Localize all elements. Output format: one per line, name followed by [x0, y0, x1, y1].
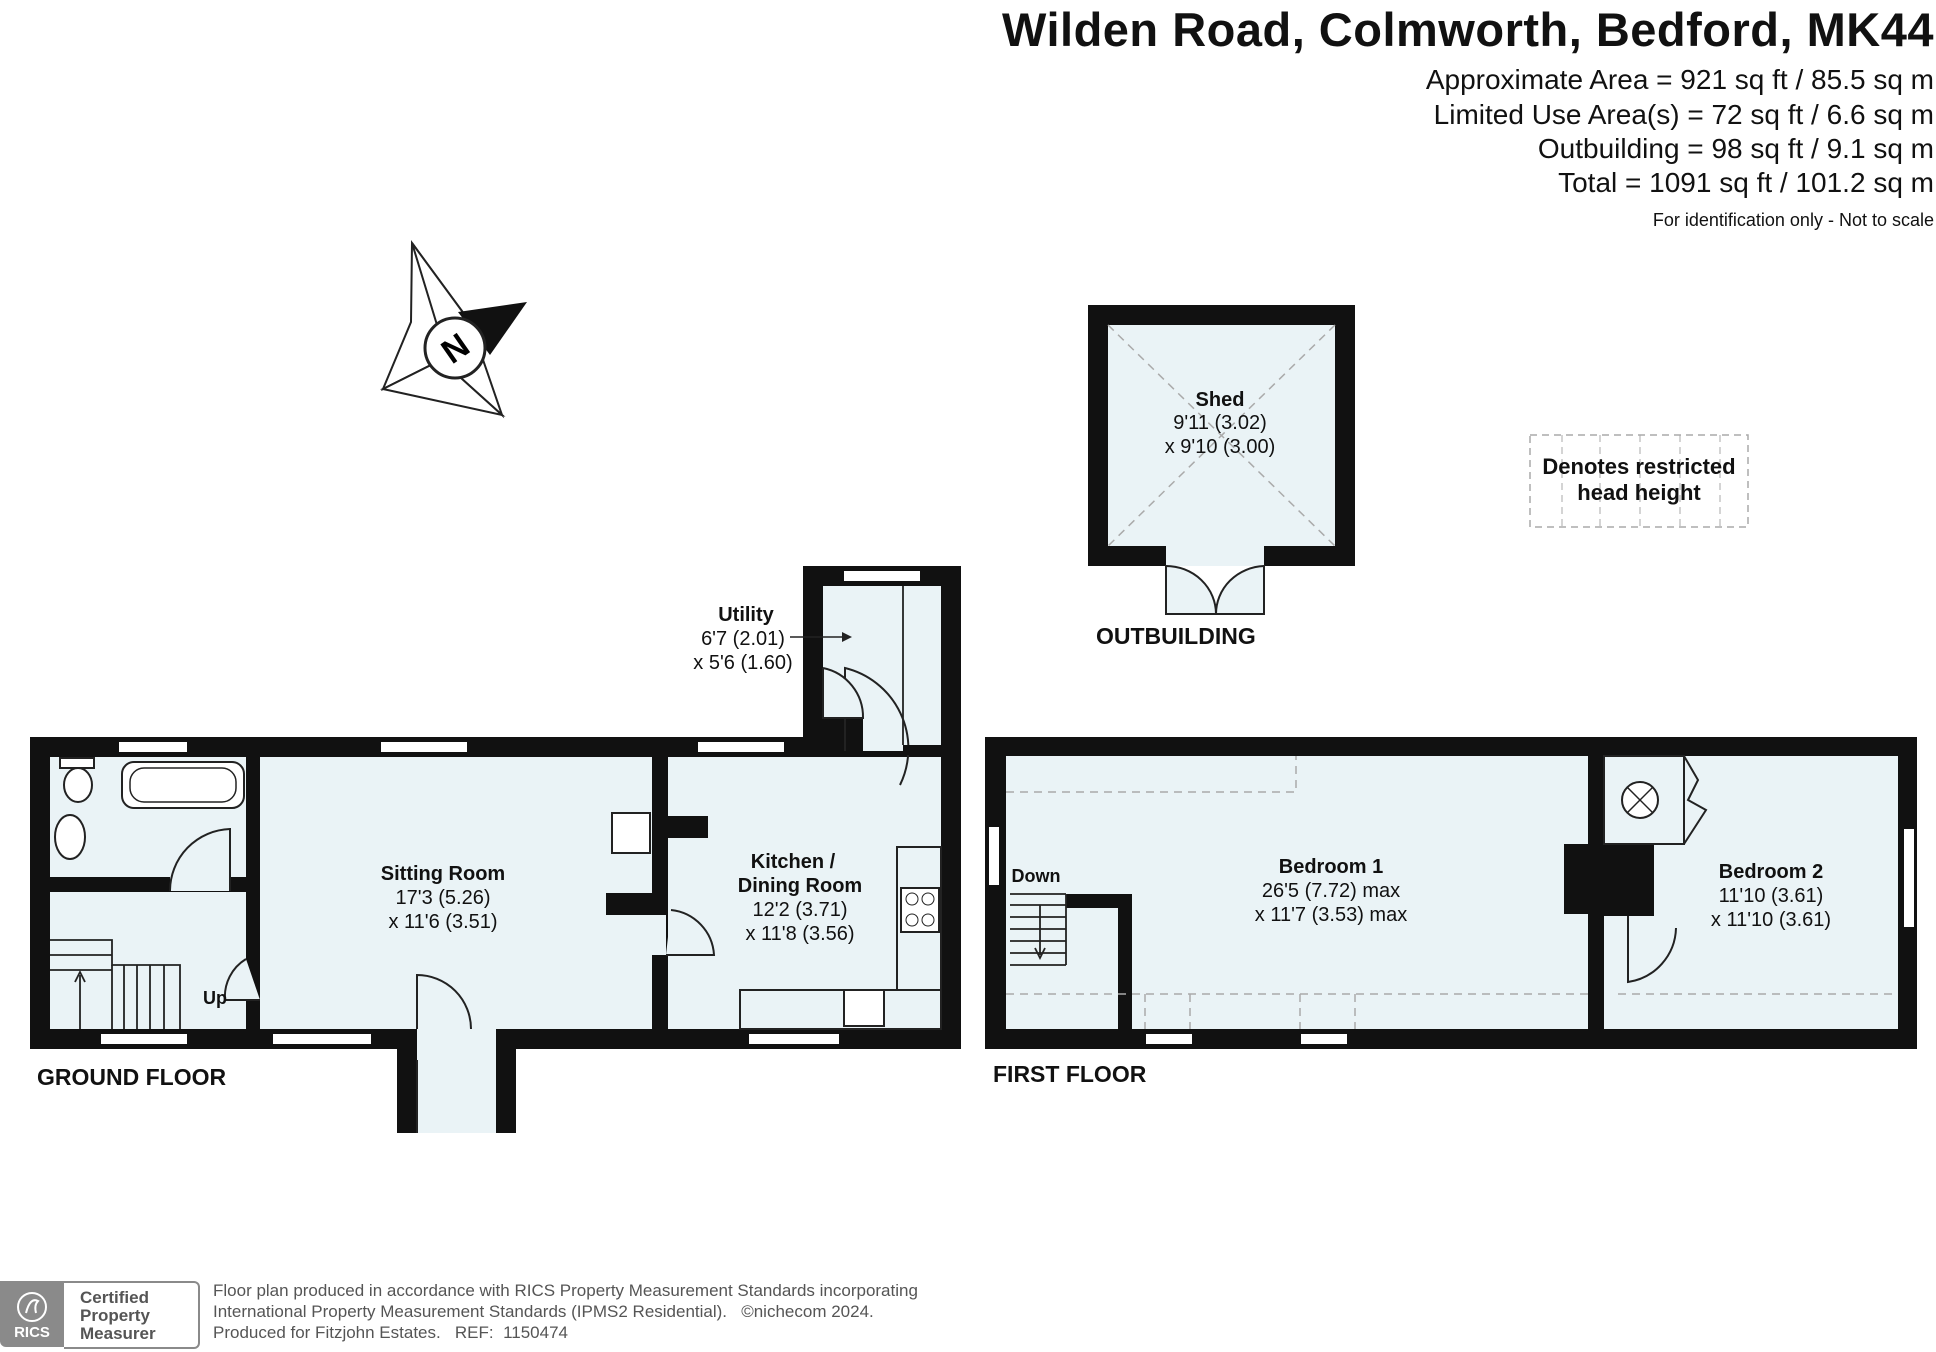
approximate-area: Approximate Area = 921 sq ft / 85.5 sq m	[1425, 64, 1934, 95]
outbuilding-area: Outbuilding = 98 sq ft / 9.1 sq m	[1537, 133, 1934, 164]
utility-dim2: x 5'6 (1.60)	[693, 652, 792, 674]
rics-emblem-icon	[17, 1292, 47, 1322]
kitchen-name-line1: Kitchen /	[751, 851, 836, 873]
badge-line1: Certified	[80, 1288, 149, 1307]
badge-line3: Measurer	[80, 1324, 156, 1343]
stairs-down-label: Down	[1012, 866, 1061, 886]
badge-line2: Property	[80, 1306, 150, 1325]
kitchen-dim1: 12'2 (3.71)	[753, 899, 848, 921]
bedroom1-dim2: x 11'7 (3.53) max	[1255, 904, 1407, 926]
footer-line2: International Property Measurement Stand…	[213, 1302, 874, 1321]
ground-floor-label: GROUND FLOOR	[37, 1064, 226, 1090]
shed-dim2: x 9'10 (3.00)	[1165, 436, 1276, 458]
shed-name: Shed	[1196, 389, 1245, 411]
legend-line2: head height	[1577, 480, 1701, 505]
total-area: Total = 1091 sq ft / 101.2 sq m	[1558, 167, 1934, 198]
floor-plan: N	[30, 239, 1917, 1133]
footer-line1: Floor plan produced in accordance with R…	[213, 1281, 918, 1300]
legend-restricted-head-height	[1529, 434, 1749, 528]
sitting-room-dim1: 17'3 (5.26)	[396, 887, 491, 909]
limited-use-area: Limited Use Area(s) = 72 sq ft / 6.6 sq …	[1433, 99, 1934, 130]
shed-room	[1088, 305, 1355, 615]
outbuilding-label: OUTBUILDING	[1096, 623, 1256, 649]
page-title: Wilden Road, Colmworth, Bedford, MK44	[1002, 3, 1934, 56]
stairs-up-label: Up	[203, 988, 227, 1008]
legend-line1: Denotes restricted	[1542, 454, 1735, 479]
bedroom1-dim1: 26'5 (7.72) max	[1262, 880, 1400, 902]
compass-icon: N	[380, 239, 527, 419]
first-floor-label: FIRST FLOOR	[993, 1061, 1147, 1087]
rics-logo: RICS	[0, 1281, 64, 1347]
sitting-room-dim2: x 11'6 (3.51)	[388, 911, 497, 933]
bedroom2-name: Bedroom 2	[1719, 861, 1823, 883]
bedroom2-dim2: x 11'10 (3.61)	[1711, 909, 1831, 931]
disclaimer: For identification only - Not to scale	[1652, 210, 1934, 230]
certified-measurer-badge: Certified Property Measurer	[64, 1281, 200, 1349]
bedroom2-dim1: 11'10 (3.61)	[1719, 885, 1824, 907]
bedroom1-name: Bedroom 1	[1279, 856, 1383, 878]
ground-floor-plan	[30, 566, 961, 1133]
footer-line3: Produced for Fitzjohn Estates. REF: 1150…	[213, 1323, 568, 1342]
shed-dim1: 9'11 (3.02)	[1173, 412, 1267, 434]
rics-logo-text: RICS	[14, 1324, 50, 1341]
footer-notes: Floor plan produced in accordance with R…	[213, 1280, 918, 1343]
utility-dim1: 6'7 (2.01)	[701, 628, 785, 650]
kitchen-name-line2: Dining Room	[738, 875, 862, 897]
sitting-room-name: Sitting Room	[381, 863, 505, 885]
first-floor-plan	[985, 737, 1917, 1049]
kitchen-dim2: x 11'8 (3.56)	[745, 923, 854, 945]
utility-name: Utility	[718, 604, 774, 626]
